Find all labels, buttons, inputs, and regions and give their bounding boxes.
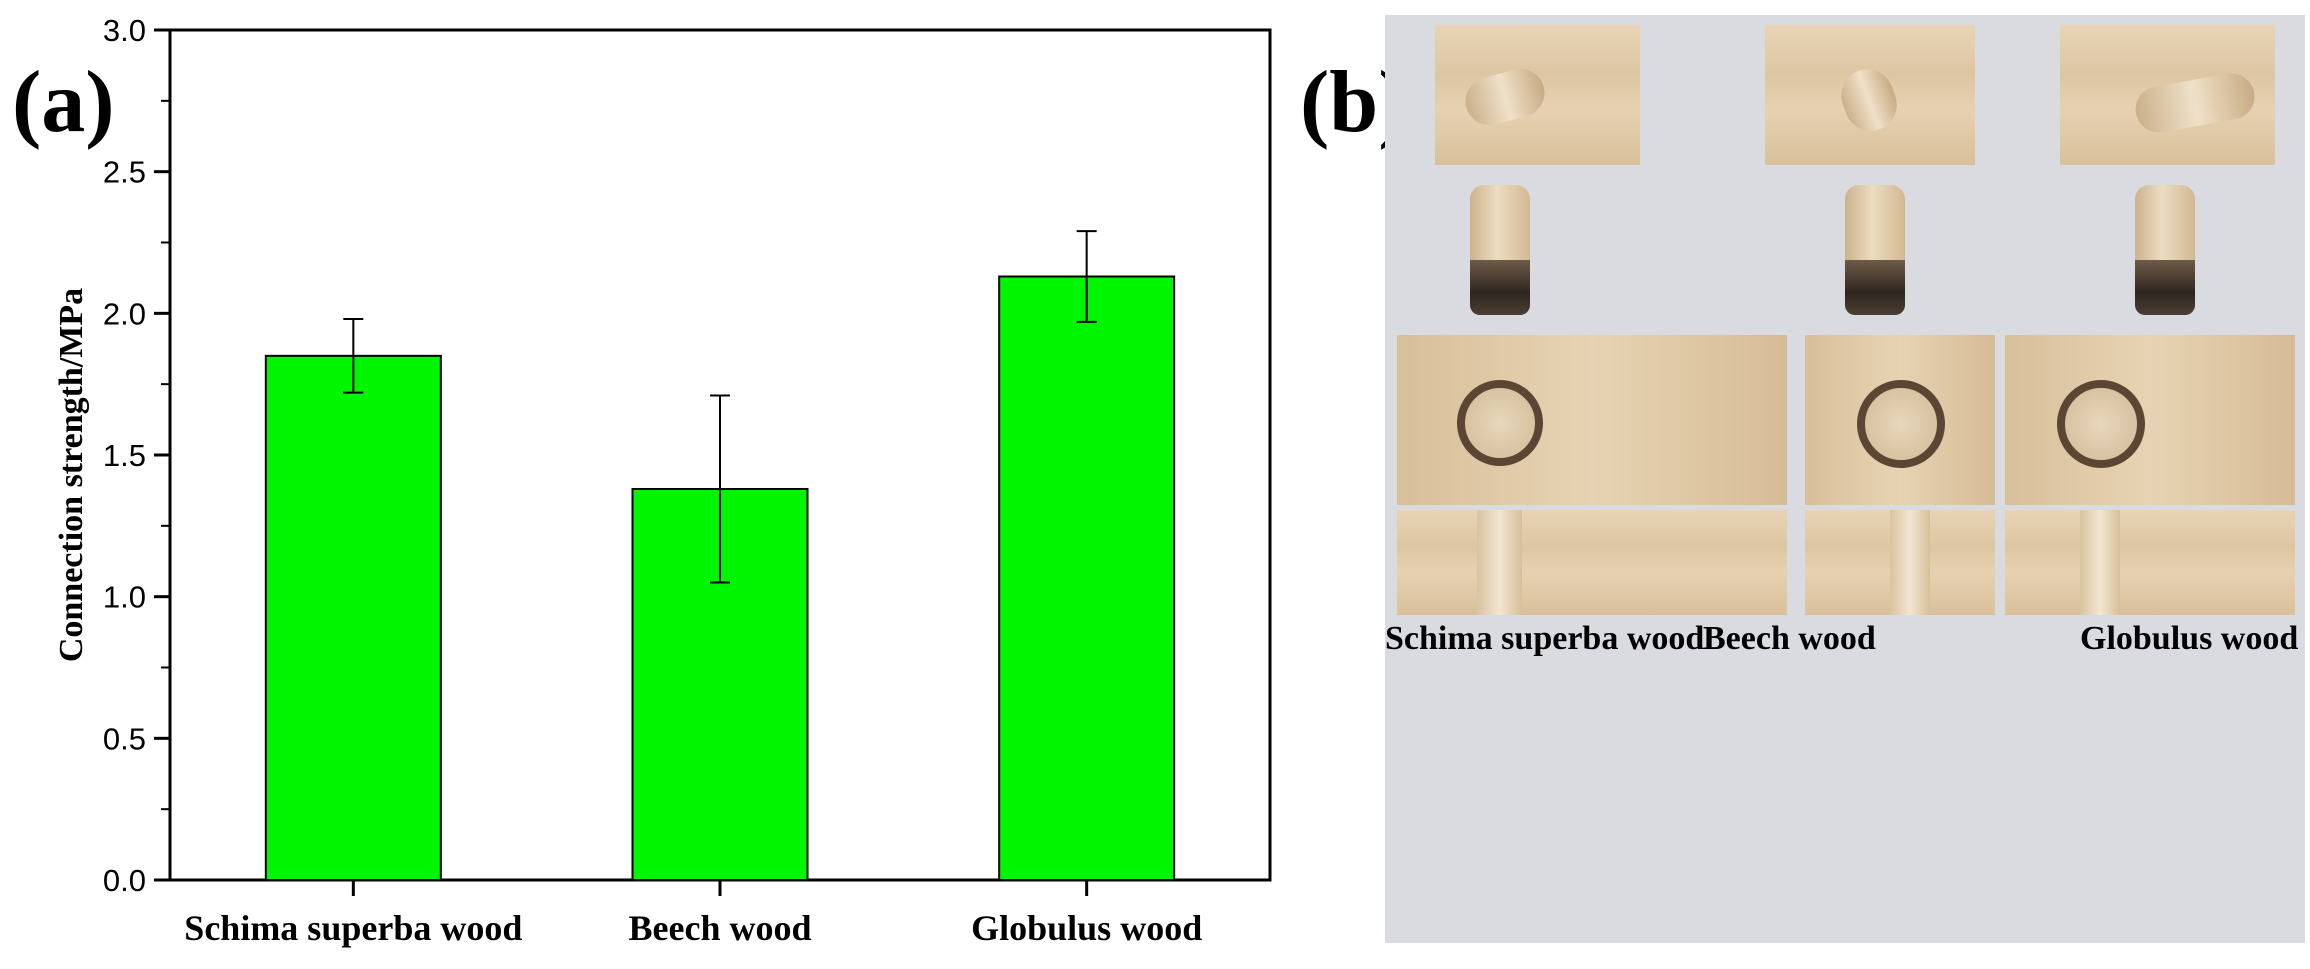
photo-caption-globulus: Globulus wood (2080, 620, 2299, 657)
dowel-tip-beech (1845, 260, 1905, 315)
y-tick-label: 2.0 (103, 296, 146, 331)
y-tick-label: 0.0 (103, 863, 146, 898)
block-globulus (2060, 25, 2275, 165)
x-tick-label: Beech wood (629, 908, 812, 948)
y-tick-label: 1.5 (103, 438, 146, 473)
y-axis-label: Connection strength/MPa (53, 288, 90, 662)
dowel-globulus (2135, 185, 2195, 315)
y-tick-label: 0.5 (103, 721, 146, 756)
hole-schima (1457, 380, 1543, 466)
dowel-stub-beech (1833, 61, 1905, 139)
x-tick-label: Globulus wood (971, 908, 1202, 948)
section-strip-beech (1890, 510, 1930, 615)
y-tick-label: 2.5 (103, 155, 146, 190)
dowel-tip-schima (1470, 260, 1530, 315)
photo-caption-beech: Beech wood (1703, 620, 1876, 657)
section-schima (1397, 510, 1787, 615)
section-strip-schima (1477, 510, 1522, 615)
block-schima (1435, 25, 1640, 165)
section-beech (1805, 510, 1995, 615)
x-tick-label: Schima superba wood (184, 908, 522, 948)
specimen-photo: Schima superba wood Beech wood Globulus … (1385, 15, 2305, 943)
dowel-beech (1845, 185, 1905, 315)
dowel-stub-globulus (2131, 69, 2259, 137)
hole-beech (1857, 380, 1945, 468)
hole-globulus (2057, 380, 2145, 468)
section-strip-globulus (2080, 510, 2120, 615)
y-tick-label: 1.0 (103, 580, 146, 615)
hole-face-globulus (2005, 335, 2295, 505)
dowel-stub-schima (1460, 63, 1550, 131)
photo-caption-schima: Schima superba wood (1385, 620, 1705, 657)
block-beech (1765, 25, 1975, 165)
hole-face-beech (1805, 335, 1995, 505)
dowel-tip-globulus (2135, 260, 2195, 315)
panel-a-label: (a) (12, 54, 115, 151)
bar-0 (264, 354, 442, 882)
section-globulus (2005, 510, 2295, 615)
bar-2 (998, 275, 1176, 881)
hole-face-schima (1397, 335, 1787, 505)
dowel-schima (1470, 185, 1530, 315)
y-tick-label: 3.0 (103, 13, 146, 48)
